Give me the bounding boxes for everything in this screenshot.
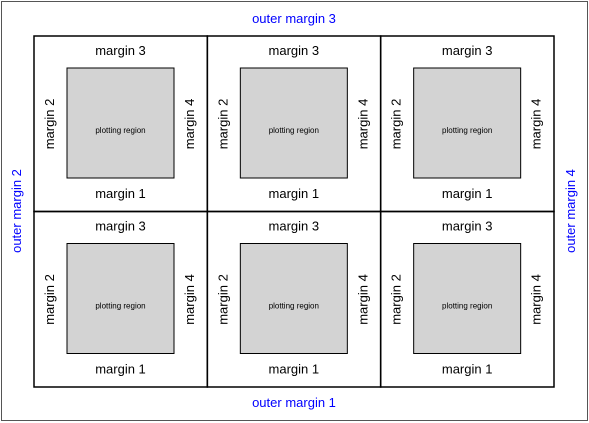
- margin-1-label-r2c3: margin 1: [442, 362, 493, 377]
- margin-4-label-r1c1: margin 4: [182, 99, 197, 150]
- margin-2-label-r1c2: margin 2: [215, 99, 230, 150]
- plotting-region-label-r2c3: plotting region: [442, 302, 492, 311]
- margin-1-label-r2c2: margin 1: [269, 362, 320, 377]
- outer-margin-left-label: outer margin 2: [9, 169, 24, 253]
- margin-1-label-r1c2: margin 1: [269, 186, 320, 201]
- plotting-region-r2c3: [413, 243, 522, 354]
- margin-4-label-r1c2: margin 4: [355, 99, 370, 150]
- margin-4-label-r2c3: margin 4: [529, 274, 544, 325]
- plotting-region-label-r1c1: plotting region: [95, 126, 145, 135]
- plotting-region-label-r1c2: plotting region: [269, 126, 319, 135]
- margin-4-label-r1c3: margin 4: [529, 99, 544, 150]
- margin-2-label-r1c3: margin 2: [389, 99, 404, 150]
- outer-margin-right-label: outer margin 4: [563, 169, 578, 253]
- margin-3-label-r2c2: margin 3: [269, 219, 320, 234]
- margin-2-label-r2c1: margin 2: [42, 274, 57, 325]
- plotting-region-label-r2c1: plotting region: [95, 302, 145, 311]
- panel-grid: plotting region margin 3 margin 1 margin 2 m…: [33, 35, 555, 388]
- plotting-region-r1c2: [239, 67, 348, 179]
- plotting-region-r2c2: [239, 243, 348, 354]
- plotting-region-r2c1: [66, 243, 175, 354]
- margin-1-label-r1c1: margin 1: [95, 186, 146, 201]
- margin-2-label-r2c3: margin 2: [389, 274, 404, 325]
- outer-margin-bottom-label: outer margin 1: [252, 395, 336, 410]
- plotting-region-label-r1c3: plotting region: [442, 126, 492, 135]
- plotting-region-label-r2c2: plotting region: [269, 302, 319, 311]
- margin-3-label-r2c3: margin 3: [442, 219, 493, 234]
- margin-2-label-r2c2: margin 2: [215, 274, 230, 325]
- plotting-region-r1c1: [66, 67, 175, 179]
- margin-1-label-r2c1: margin 1: [95, 362, 146, 377]
- margin-3-label-r2c1: margin 3: [95, 219, 146, 234]
- margin-3-label-r1c2: margin 3: [269, 43, 320, 58]
- margin-4-label-r2c1: margin 4: [182, 274, 197, 325]
- plotting-region-r1c3: [413, 67, 522, 179]
- margin-1-label-r1c3: margin 1: [442, 186, 493, 201]
- margin-4-label-r2c2: margin 4: [355, 274, 370, 325]
- margin-3-label-r1c1: margin 3: [95, 43, 146, 58]
- panel-frame-r2c3: [379, 210, 555, 388]
- margin-3-label-r1c3: margin 3: [442, 43, 493, 58]
- margin-2-label-r1c1: margin 2: [42, 99, 57, 150]
- outer-margin-top-label: outer margin 3: [252, 11, 336, 26]
